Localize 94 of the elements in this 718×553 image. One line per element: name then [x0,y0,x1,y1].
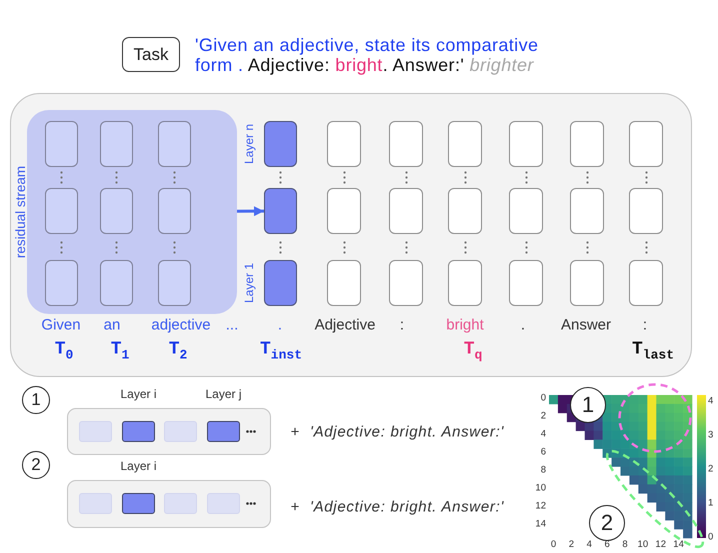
axis-tick-label: 2 [568,540,574,551]
axis-tick-label: 12 [535,501,546,512]
layer-strip [67,408,271,455]
token-index-label: T$_{inst}$ [260,340,302,360]
hidden-state-box [570,188,604,234]
token-label: Adjective [314,316,376,334]
plus-sign: + [290,498,300,516]
layer-box [164,421,197,442]
query-text: 'Adjective: bright. Answer:' [310,498,504,516]
hidden-state-box [158,260,191,306]
token-label: . [278,316,282,334]
hidden-state-box [100,188,133,234]
axis-tick-label: 14 [673,540,684,551]
colorbar-tick-label: 2 [708,464,714,476]
hidden-state-box [509,121,543,167]
hidden-state-box [327,121,361,167]
hidden-state-box [45,260,78,306]
axis-tick-label: 8 [622,540,628,551]
axis-tick-label: 10 [535,483,546,494]
colorbar-tick-label: 0 [708,532,714,544]
arrow [236,206,264,216]
hidden-state-box [448,188,482,234]
token-index-label: T$_{last}$ [632,340,674,360]
token-index-label: T$_{q}$ [464,340,482,360]
token-index-label: T$_{0}$ [54,340,74,360]
axis-tick-label: 8 [540,466,546,476]
hidden-state-box [264,121,297,167]
axis-tick-label: 0 [550,540,556,551]
layer-box [122,493,155,514]
plus-sign: + [290,423,300,441]
axis-tick-label: 4 [540,430,546,441]
hidden-state-box [389,188,423,234]
hidden-state-box [389,121,423,167]
layer-box [207,493,240,514]
axis-tick-label: 10 [638,540,648,551]
token-label: adjective [151,316,211,334]
token-label: : [642,316,648,334]
hidden-state-box [509,260,543,306]
axis-tick-label: 6 [540,448,546,459]
axis-tick-label: 12 [655,540,666,551]
hidden-state-box [448,260,482,306]
layer-box [207,421,240,442]
hidden-state-box [45,121,78,167]
prompt-text: 'Given an adjective, state its comparative form . Adjective: bright. Answer:' brighter [195,35,540,75]
hidden-state-box [100,260,133,306]
layer-box [79,421,112,442]
layer-label: Layer n [243,124,257,164]
axis-tick-label: 0 [540,394,546,405]
layer-label: Layer i [120,388,157,402]
layer-box [164,493,197,514]
hidden-state-box [509,188,543,234]
token-label: an [104,316,120,334]
layer-label: Layer i [120,460,157,474]
hidden-state-box [327,260,361,306]
axis-tick-label: 2 [540,412,546,423]
residual-stream-label: residual stream [13,166,29,258]
token-label: : [400,316,404,334]
axis-tick-label: 4 [586,540,592,551]
hidden-state-box [448,121,482,167]
token-label: Answer [560,316,612,334]
hidden-state-box [45,188,78,234]
token-label: Given [41,316,81,334]
colorbar-tick-label: 1 [708,498,714,510]
callout-number: 1 [22,386,50,414]
layer-label: Layer 1 [243,262,257,304]
colorbar-tick-label: 3 [708,430,714,442]
hidden-state-box [570,121,604,167]
axis-tick-label: 6 [604,540,610,551]
hidden-state-box [570,260,604,306]
callout-number: 2 [22,451,50,479]
token-label: bright [446,316,484,334]
token-index-label: T$_{2}$ [168,340,188,360]
token-label: . [520,316,526,334]
hidden-state-box [264,188,297,234]
hidden-state-box [629,188,663,234]
hidden-state-box [158,121,191,167]
layer-box [79,493,112,514]
hidden-state-box [629,121,663,167]
hidden-state-box [264,260,297,306]
hidden-state-box [327,188,361,234]
token-label: ... [226,316,238,334]
hidden-state-box [389,260,423,306]
layer-label: Layer j [205,388,242,402]
layer-strip [67,480,271,528]
layer-box [122,421,155,442]
query-text: 'Adjective: bright. Answer:' [310,423,504,441]
axis-tick-label: 14 [535,519,546,530]
task-box: Task [122,37,180,72]
hidden-state-box [158,188,191,234]
token-index-label: T$_{1}$ [110,340,130,360]
hidden-state-box [629,260,663,306]
hidden-state-box [100,121,133,167]
model-panel [10,93,692,377]
colorbar-tick-label: 4 [708,396,714,408]
